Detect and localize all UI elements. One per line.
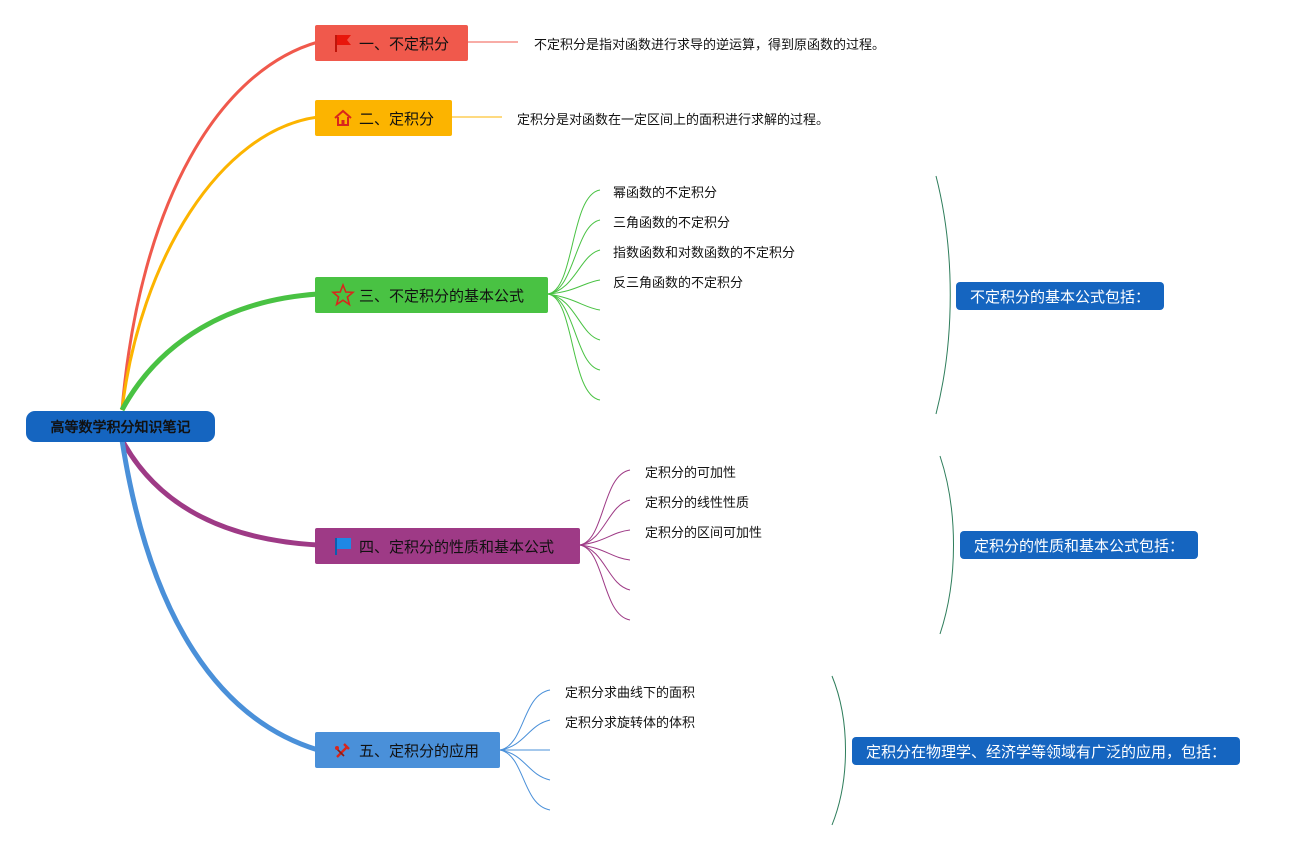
- bracket-5: [831, 675, 846, 826]
- root-node[interactable]: 高等数学积分知识笔记: [26, 411, 215, 442]
- root-label: 高等数学积分知识笔记: [50, 419, 191, 436]
- branch-5-node[interactable]: 五、定积分的应用: [315, 732, 500, 768]
- tools-icon: [331, 738, 355, 762]
- branch-line-3: [119, 291, 319, 412]
- branch-5-label: 五、定积分的应用: [359, 741, 480, 760]
- branch-2-label: 二、定积分: [359, 109, 435, 128]
- branch-5-child-2[interactable]: 定积分求旋转体的体积: [565, 716, 696, 731]
- branch-4-child-1[interactable]: 定积分的可加性: [645, 466, 737, 481]
- branch-4-summary[interactable]: 定积分的性质和基本公式包括：: [960, 531, 1199, 559]
- branch-3-child-1[interactable]: 幂函数的不定积分: [613, 186, 718, 201]
- branch-4-label: 四、定积分的性质和基本公式: [359, 537, 555, 556]
- child-lines-4: [579, 469, 631, 621]
- branch-5-summary-label: 定积分在物理学、经济学等领域有广泛的应用，包括：: [866, 742, 1227, 761]
- branch-4-child-2[interactable]: 定积分的线性性质: [645, 496, 750, 511]
- flag-icon: [331, 31, 355, 55]
- branch-4-summary-label: 定积分的性质和基本公式包括：: [974, 536, 1185, 555]
- branch-3-child-2[interactable]: 三角函数的不定积分: [613, 216, 731, 231]
- branch-4-node[interactable]: 四、定积分的性质和基本公式: [315, 528, 580, 564]
- branch-2-description: 定积分是对函数在一定区间上的面积进行求解的过程。: [517, 113, 830, 128]
- bracket-4: [939, 455, 954, 635]
- branch-line-5: [119, 439, 319, 753]
- branch-3-child-4[interactable]: 反三角函数的不定积分: [613, 276, 744, 291]
- branch-3-label: 三、不定积分的基本公式: [359, 286, 525, 305]
- flag-blue-icon: [331, 534, 355, 558]
- star-icon: [331, 283, 355, 307]
- branch-5-child-1[interactable]: 定积分求曲线下的面积: [565, 686, 696, 701]
- branch-1-description: 不定积分是指对函数进行求导的逆运算，得到原函数的过程。: [534, 38, 886, 53]
- child-lines-3: [547, 189, 601, 401]
- child-lines-5: [499, 689, 551, 811]
- branch-1-node[interactable]: 一、不定积分: [315, 25, 468, 61]
- branch-5-summary[interactable]: 定积分在物理学、经济学等领域有广泛的应用，包括：: [852, 737, 1241, 765]
- branch-line-1: [120, 40, 319, 411]
- branch-3-node[interactable]: 三、不定积分的基本公式: [315, 277, 548, 313]
- branch-1-label: 一、不定积分: [359, 34, 450, 53]
- branch-line-4: [119, 438, 319, 548]
- home-icon: [331, 106, 355, 130]
- branch-2-node[interactable]: 二、定积分: [315, 100, 452, 136]
- branch-3-summary[interactable]: 不定积分的基本公式包括：: [956, 282, 1165, 310]
- branch-3-child-3[interactable]: 指数函数和对数函数的不定积分: [613, 246, 796, 261]
- branch-line-2: [120, 115, 319, 411]
- bracket-3: [935, 175, 951, 415]
- branch-4-child-3[interactable]: 定积分的区间可加性: [645, 526, 763, 541]
- branch-3-summary-label: 不定积分的基本公式包括：: [970, 287, 1151, 306]
